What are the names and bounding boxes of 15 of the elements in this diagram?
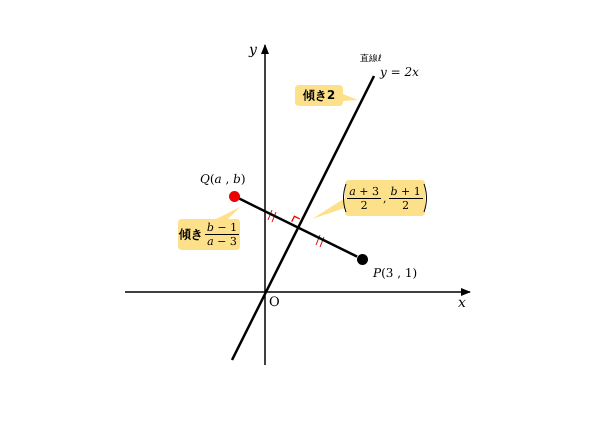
origin-label: O: [269, 295, 280, 310]
axis-label: y: [249, 42, 257, 58]
callout-bubble: [310, 180, 426, 222]
point-label: P(3 , 1): [373, 266, 418, 280]
callout-bubble: [295, 85, 359, 107]
slope-formula: 傾き b − 1 a − 3: [178, 221, 240, 248]
point-dot: [228, 190, 240, 202]
callout-bubble: [178, 205, 243, 251]
equation-label: y = 2x: [380, 65, 419, 79]
line-segment: [238, 197, 358, 258]
callout-text: 傾き2: [302, 87, 336, 104]
axis-label: x: [458, 295, 466, 311]
line-name: 直線ℓ: [360, 52, 382, 65]
point-dot: [356, 254, 368, 264]
point-label: Q(a , b): [200, 172, 246, 186]
